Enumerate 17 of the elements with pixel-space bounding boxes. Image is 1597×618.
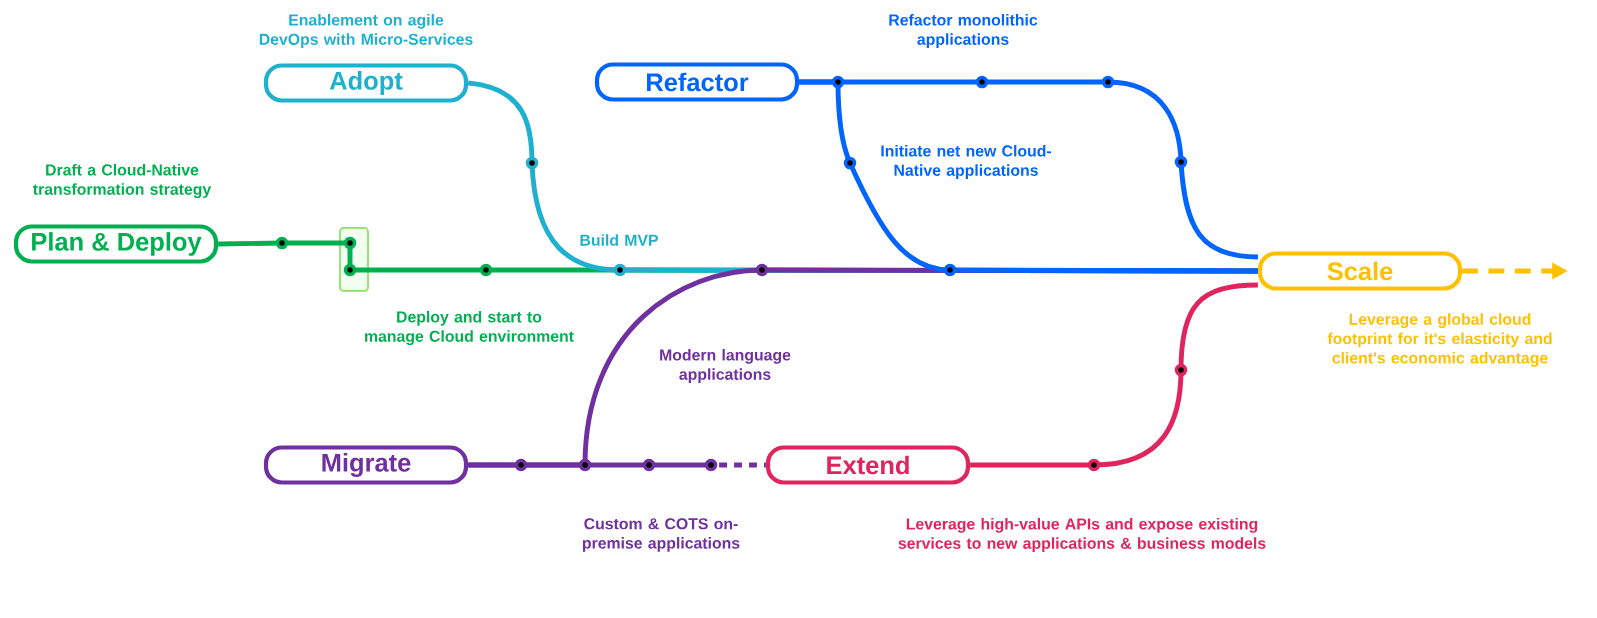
stage-box: Adopt	[263, 63, 469, 103]
edge-label: Build MVP	[580, 234, 658, 246]
description-text: Draft a Cloud-Native transformation strategy	[33, 163, 212, 199]
description-text: Leverage a global cloud footprint for it's elasticity and client's economic advantage	[1327, 313, 1552, 367]
edge-label: Modern language applications	[660, 348, 791, 384]
stage-box: Scale	[1257, 251, 1463, 291]
description-text: Enablement on agile DevOps with Micro-Services	[259, 13, 473, 49]
description-text: Custom & COTS on-premise applications	[582, 518, 740, 552]
edge-label: Initiate net new Cloud-Native applications	[881, 144, 1052, 180]
edge-label: Deploy and start to manage Cloud environment	[365, 310, 574, 346]
stage-box: Migrate	[263, 445, 469, 485]
description-text: Leverage high-value APIs and expose existing services to new applications & business models	[898, 517, 1266, 553]
stage-box: Plan & Deploy	[13, 224, 219, 264]
description-text: Refactor monolithic applications	[889, 13, 1038, 49]
stage-box: Refactor	[594, 62, 800, 102]
stage-box: Extend	[765, 445, 971, 485]
metro-line	[970, 282, 1258, 468]
